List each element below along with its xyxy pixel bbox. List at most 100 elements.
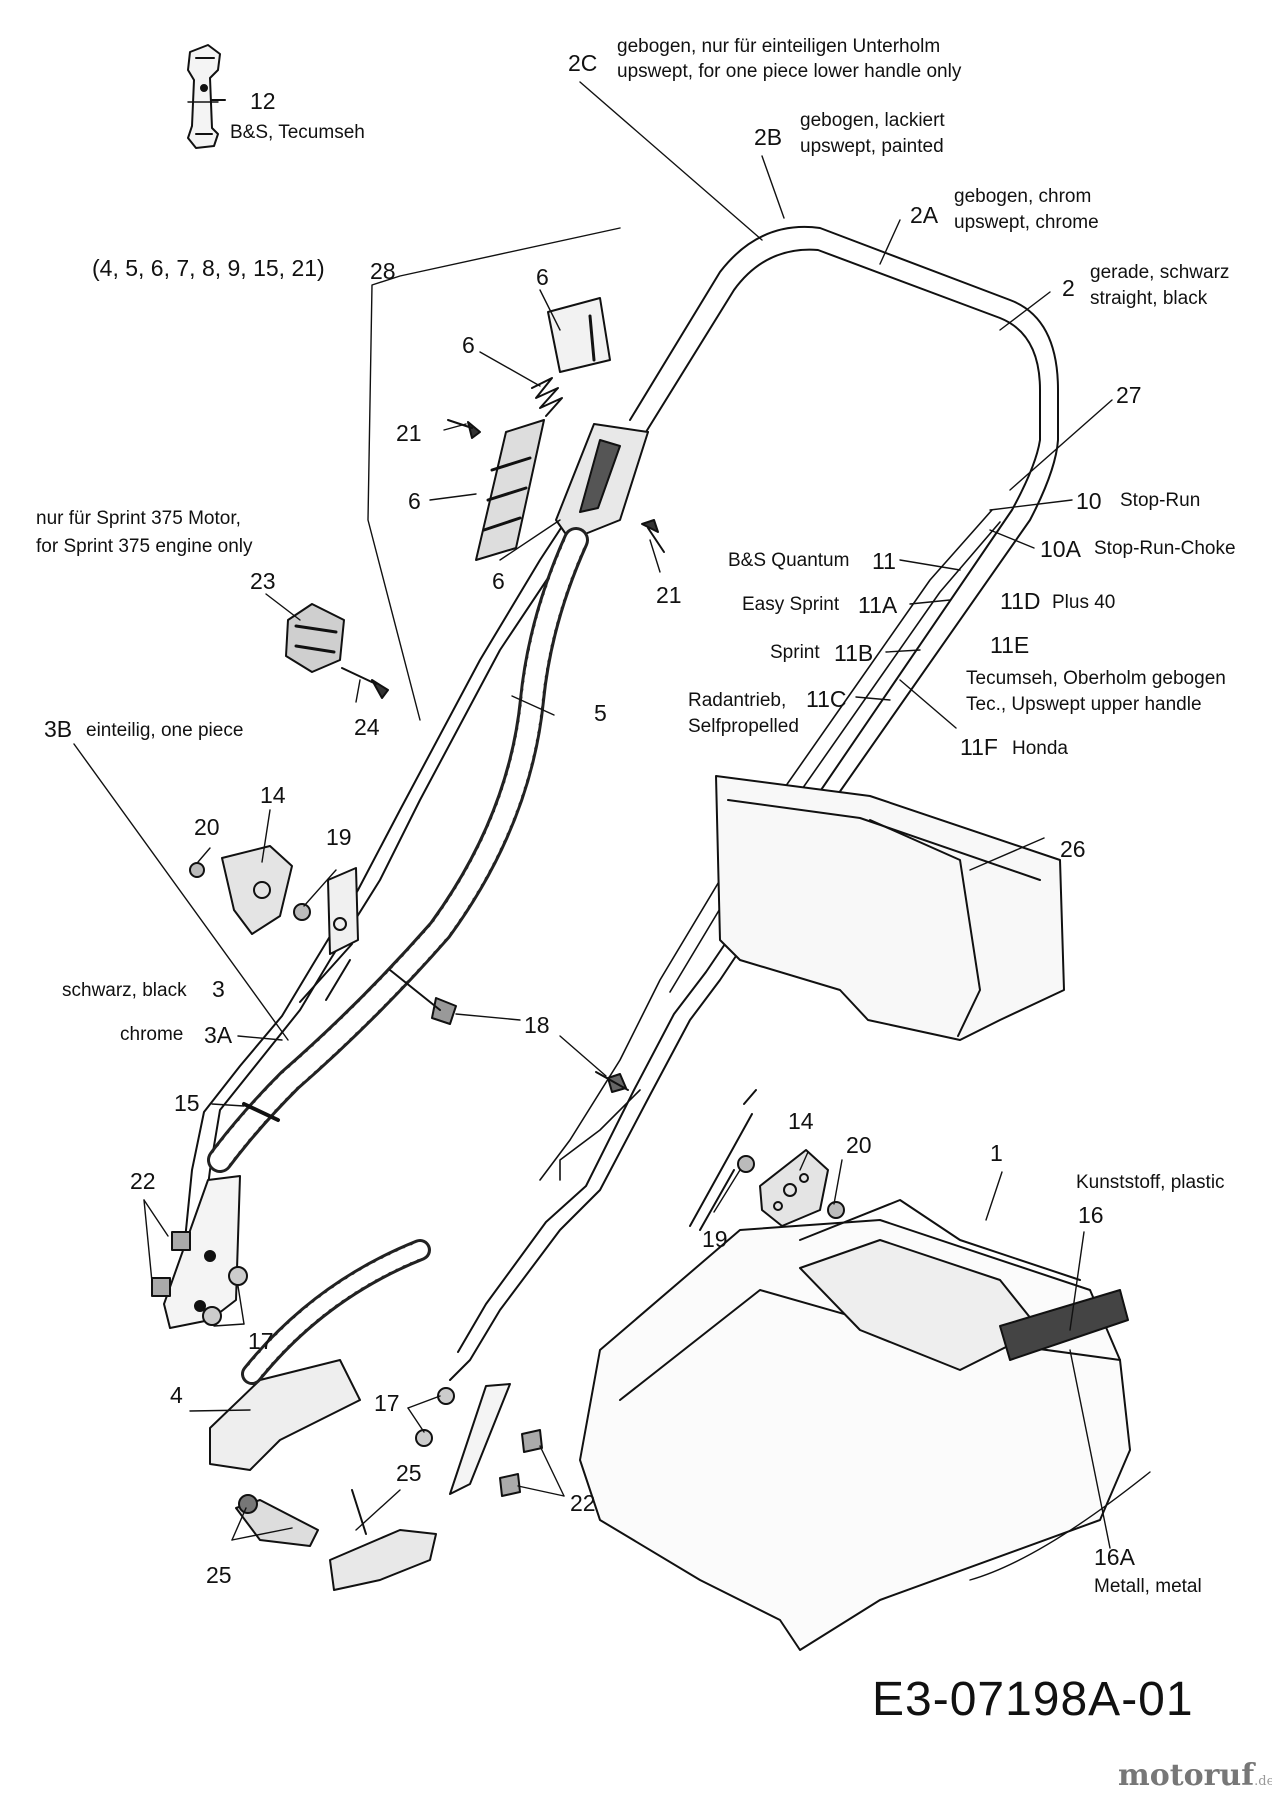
part-22-bolts-left <box>151 1231 191 1297</box>
label-22-right: 22 <box>570 1490 596 1516</box>
text-23-en: for Sprint 375 engine only <box>36 536 253 557</box>
label-19-right: 19 <box>702 1226 728 1252</box>
text-2c-en: upswept, for one piece lower handle only <box>617 61 962 82</box>
part-20-nut-right <box>827 1201 845 1219</box>
part-3-lower-handle-end <box>163 1175 241 1329</box>
text-23-de: nur für Sprint 375 Motor, <box>36 508 241 529</box>
part-5-hose <box>207 527 589 1173</box>
part-19-washer-right <box>737 1155 755 1173</box>
part-25-lever <box>329 1489 437 1591</box>
text-12: B&S, Tecumseh <box>230 122 365 143</box>
text-11c-en: Selfpropelled <box>688 716 799 737</box>
part-23-module <box>285 603 345 673</box>
part-19-washer-left <box>293 903 311 921</box>
text-10: Stop-Run <box>1120 490 1201 511</box>
part-4-guide <box>209 1239 431 1471</box>
text-11b: Sprint <box>770 642 820 663</box>
text-2a-en: upswept, chrome <box>954 212 1099 233</box>
text-2-en: straight, black <box>1090 288 1208 309</box>
text-16a: Metall, metal <box>1094 1576 1202 1597</box>
label-6-housing: 6 <box>492 568 505 594</box>
label-12: 12 <box>250 88 276 114</box>
leader-lines <box>73 81 1151 1581</box>
part-18-knob-right <box>595 1071 629 1093</box>
text-2c-de: gebogen, nur für einteiligen Unterholm <box>617 36 941 57</box>
label-3a: 3A <box>204 1022 233 1048</box>
part-14-bracket-left <box>221 845 293 935</box>
label-2c: 2C <box>568 50 598 76</box>
text-2b-en: upswept, painted <box>800 136 944 157</box>
label-6-spring: 6 <box>462 332 475 358</box>
part-6-control-housing <box>555 423 649 541</box>
part-6-cap <box>547 297 611 373</box>
text-11e-de: Tecumseh, Oberholm gebogen <box>966 668 1226 689</box>
label-20-left: 20 <box>194 814 220 840</box>
label-19-left: 19 <box>326 824 352 850</box>
label-10a: 10A <box>1040 536 1081 562</box>
label-22-left: 22 <box>130 1168 156 1194</box>
part-25-hook <box>235 1494 319 1547</box>
label-17-left: 17 <box>248 1328 274 1354</box>
part-26-grass-bag <box>715 775 1065 1041</box>
label-11b: 11B <box>834 640 874 666</box>
label-18: 18 <box>524 1012 550 1038</box>
label-25-right: 25 <box>396 1460 422 1486</box>
text-11: B&S Quantum <box>728 550 850 571</box>
label-3: 3 <box>212 976 225 1002</box>
label-11d: 11D <box>1000 588 1041 614</box>
part-6-panel <box>475 419 545 561</box>
label-14-right: 14 <box>788 1108 814 1134</box>
label-10: 10 <box>1076 488 1102 514</box>
text-3a: chrome <box>120 1024 184 1045</box>
part-21-screws <box>447 419 665 553</box>
motoruf-logo[interactable]: motoruf.de <box>1118 1758 1272 1793</box>
text-28-contents: (4, 5, 6, 7, 8, 9, 15, 21) <box>92 255 325 281</box>
label-11a: 11A <box>858 592 898 618</box>
text-11d: Plus 40 <box>1052 592 1116 613</box>
label-26: 26 <box>1060 836 1086 862</box>
part-24-screw <box>341 667 389 699</box>
text-11c-de: Radantrieb, <box>688 690 787 711</box>
label-21-right: 21 <box>656 582 682 608</box>
label-6-cap: 6 <box>536 264 549 290</box>
label-25-left: 25 <box>206 1562 232 1588</box>
logo-suffix: .de <box>1254 1774 1272 1789</box>
part-22-bolts-right <box>499 1429 543 1497</box>
part-15-clamp <box>242 1102 280 1122</box>
label-3b: 3B <box>44 716 73 742</box>
text-2-de: gerade, schwarz <box>1090 262 1230 283</box>
diagram-code: E3-07198A-01 <box>872 1673 1194 1726</box>
part-1-catcher-frame <box>579 1199 1131 1651</box>
label-16a: 16A <box>1094 1544 1135 1570</box>
part-18-knob-left <box>389 969 457 1025</box>
text-11f: Honda <box>1012 738 1068 759</box>
text-2a-de: gebogen, chrom <box>954 186 1092 207</box>
label-2a: 2A <box>910 202 939 228</box>
label-11f: 11F <box>960 734 998 760</box>
part-12-spark-plug-wrench <box>187 44 226 149</box>
text-10a: Stop-Run-Choke <box>1094 538 1236 559</box>
label-21-left: 21 <box>396 420 422 446</box>
text-3: schwarz, black <box>62 980 187 1001</box>
label-24: 24 <box>354 714 380 740</box>
label-20-right: 20 <box>846 1132 872 1158</box>
label-28: 28 <box>370 258 396 284</box>
part-3-lower-handle-right-end <box>449 1383 511 1495</box>
logo-main: motoruf <box>1118 1758 1255 1793</box>
label-6-panel: 6 <box>408 488 421 514</box>
part-14-bracket-right <box>759 1149 829 1227</box>
label-5: 5 <box>594 700 607 726</box>
text-16: Kunststoff, plastic <box>1076 1172 1225 1193</box>
text-11e-en: Tec., Upswept upper handle <box>966 694 1202 715</box>
label-11: 11 <box>872 548 896 574</box>
label-2b: 2B <box>754 124 783 150</box>
text-3b: einteilig, one piece <box>86 720 244 741</box>
label-11e: 11E <box>990 632 1030 658</box>
label-1: 1 <box>990 1140 1003 1166</box>
label-15: 15 <box>174 1090 200 1116</box>
part-17-nuts-left <box>202 1266 248 1326</box>
label-2: 2 <box>1062 275 1075 301</box>
label-4: 4 <box>170 1382 183 1408</box>
